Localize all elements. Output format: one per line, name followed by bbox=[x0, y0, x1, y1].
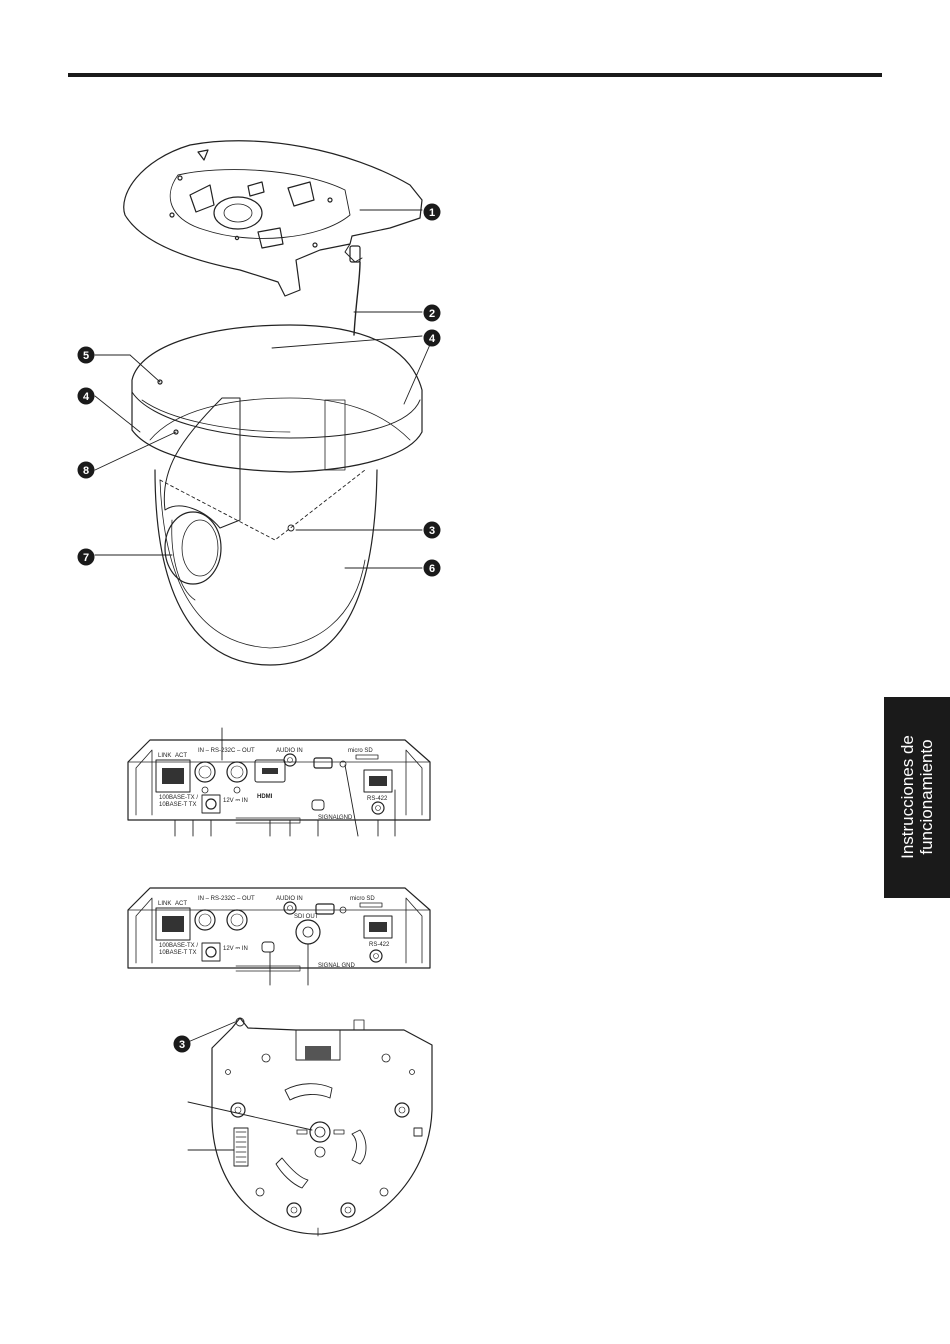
svg-text:2: 2 bbox=[429, 308, 435, 320]
rear-panel-2: LINK ACT IN – RS-232C – OUT AUDIO IN mic… bbox=[128, 888, 430, 985]
act-label: ACT bbox=[175, 753, 187, 759]
base-tx-label-2: 10BASE-T TX bbox=[159, 802, 196, 808]
base-tx-label-1: 100BASE-TX / bbox=[159, 943, 198, 949]
mount-bracket bbox=[124, 141, 422, 296]
hdmi-label: HDMI bbox=[257, 794, 273, 800]
audio-in-label: AUDIO IN bbox=[276, 896, 303, 902]
power-label: 12V ⎓ IN bbox=[223, 798, 248, 804]
callout-6: 6 bbox=[424, 560, 441, 577]
rs232-label: IN – RS-232C – OUT bbox=[198, 896, 255, 902]
callout-4-right: 4 bbox=[424, 330, 441, 347]
svg-text:8: 8 bbox=[83, 465, 89, 477]
base-tx-label-1: 100BASE-TX / bbox=[159, 795, 198, 801]
rs422-label: RS-422 bbox=[367, 796, 388, 802]
link-label: LINK bbox=[158, 753, 171, 759]
signal-gnd-label: SIGNAL GND bbox=[318, 963, 355, 969]
callout-7: 7 bbox=[78, 549, 95, 566]
svg-text:7: 7 bbox=[83, 552, 89, 564]
svg-text:6: 6 bbox=[429, 563, 435, 575]
act-label: ACT bbox=[175, 901, 187, 907]
rear-panel-1: LINK ACT IN – RS-232C – OUT AUDIO IN mic… bbox=[128, 728, 430, 836]
base-tx-label-2: 10BASE-T TX bbox=[159, 950, 196, 956]
svg-text:4: 4 bbox=[83, 391, 90, 403]
callout-1: 1 bbox=[424, 204, 441, 221]
callout-4-left: 4 bbox=[78, 388, 95, 405]
callout-8: 8 bbox=[78, 462, 95, 479]
micro-sd-label: micro SD bbox=[350, 896, 375, 902]
camera-body bbox=[132, 325, 422, 665]
audio-in-label: AUDIO IN bbox=[276, 748, 303, 754]
callout-2: 2 bbox=[424, 305, 441, 322]
svg-text:5: 5 bbox=[83, 350, 89, 362]
svg-text:4: 4 bbox=[429, 333, 436, 345]
svg-text:3: 3 bbox=[179, 1039, 185, 1051]
callout-3-bottom: 3 bbox=[174, 1036, 191, 1053]
micro-sd-label: micro SD bbox=[348, 748, 373, 754]
bottom-view bbox=[188, 1018, 432, 1236]
rs422-label: RS-422 bbox=[369, 942, 390, 948]
power-label: 12V ⎓ IN bbox=[223, 946, 248, 952]
safety-wire bbox=[354, 262, 360, 335]
svg-text:1: 1 bbox=[429, 207, 435, 219]
link-label: LINK bbox=[158, 901, 171, 907]
callout-3: 3 bbox=[424, 522, 441, 539]
gnd-label: GND bbox=[339, 815, 353, 821]
callout-5: 5 bbox=[78, 347, 95, 364]
callout-leaders bbox=[95, 210, 432, 1042]
sdi-out-label: SDI OUT bbox=[294, 914, 319, 920]
rs232-label: IN – RS-232C – OUT bbox=[198, 748, 255, 754]
signal-label: SIGNAL bbox=[318, 815, 341, 821]
svg-text:3: 3 bbox=[429, 525, 435, 537]
